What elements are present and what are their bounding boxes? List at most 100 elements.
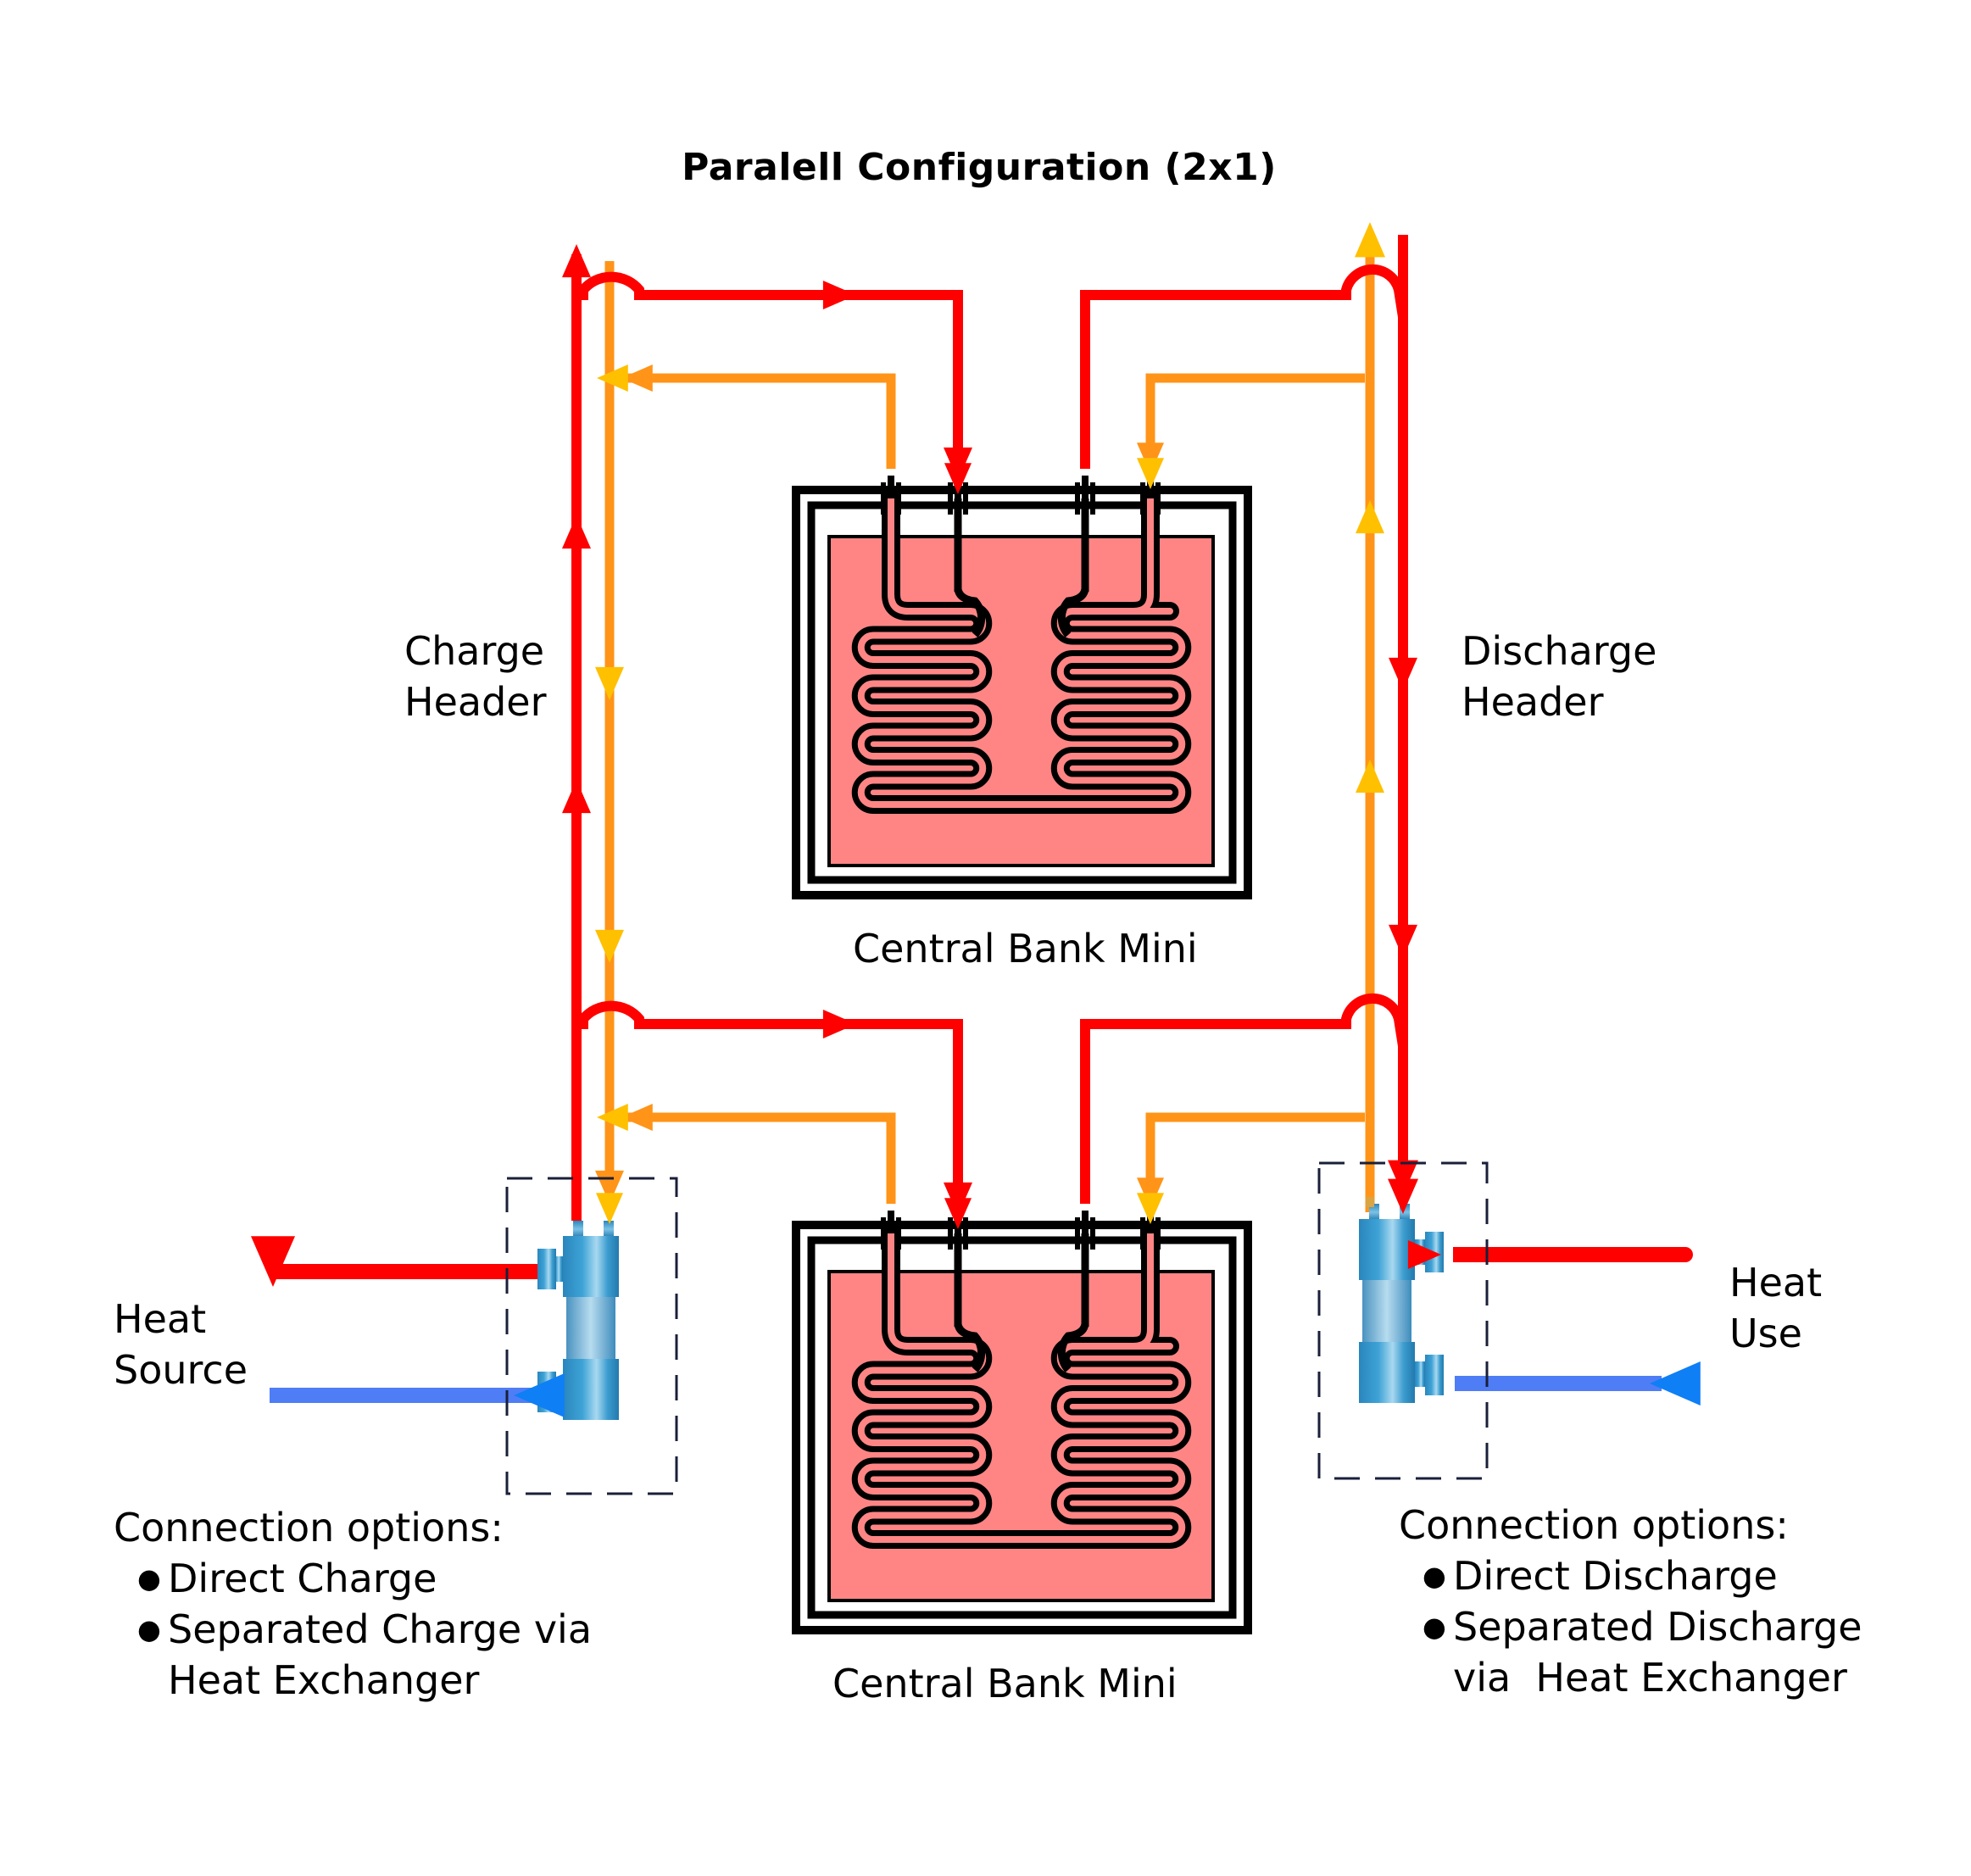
arrow-down-icon (251, 1236, 295, 1287)
hx-top-nozzle (604, 1221, 614, 1238)
charge-header-label-line2: Header (404, 679, 547, 725)
charge-connection-options: Connection options: Direct Charge Separa… (114, 1502, 592, 1706)
bank-port-flange (948, 482, 953, 515)
arrow-up-icon (562, 244, 591, 278)
arrow-down-icon (1388, 1160, 1418, 1195)
hx-side-nozzle (1415, 1361, 1425, 1387)
heat-use-label-line1: Heat (1729, 1260, 1823, 1305)
discharge-options-heading: Connection options: (1399, 1502, 1789, 1548)
hx-middle-section (566, 1297, 615, 1359)
arrow-right-icon (822, 1010, 856, 1038)
arrow-up-icon (1355, 222, 1385, 258)
hx-lower-section (1359, 1342, 1415, 1403)
heat-use-label: Heat Use (1729, 1257, 1822, 1359)
bank-port-flange (1075, 1217, 1080, 1250)
central-bank-bottom (792, 1211, 1252, 1634)
discharge-header-label-line2: Header (1462, 679, 1604, 725)
arrow-left-icon (514, 1373, 565, 1417)
bank-port-flange (963, 482, 968, 515)
bank-inner-shell (807, 1236, 1237, 1619)
arrow-left-icon (621, 365, 653, 392)
bank-port-flange (881, 1217, 886, 1250)
hx-middle-section (1362, 1280, 1411, 1342)
coil-bend (1057, 587, 1089, 637)
discharge-option-continuation: via Heat Exchanger (1453, 1655, 1847, 1701)
bank-port-flange (1140, 482, 1145, 515)
coil-bend (954, 587, 986, 637)
bank-port-flange (1075, 482, 1080, 515)
charge-options-heading: Connection options: (114, 1505, 504, 1550)
discharge-connection-options: Connection options: Direct Discharge Sep… (1399, 1500, 1862, 1703)
hx-upper-section (563, 1236, 619, 1297)
charge-option-continuation: Heat Exchanger (168, 1657, 480, 1703)
discharge-option-item: Separated Discharge (1423, 1601, 1862, 1652)
arrow-left-icon (597, 365, 628, 392)
heat-source-label: Heat Source (114, 1294, 248, 1395)
arrow-down-icon (1137, 458, 1164, 489)
charge-option-item: Separated Charge via (137, 1604, 592, 1655)
arrow-down-icon (1137, 1193, 1164, 1224)
arrow-left-icon (621, 1104, 653, 1131)
bank-inner-shell (807, 501, 1237, 884)
charge-options-list: Direct Charge Separated Charge via (114, 1553, 592, 1655)
discharge-heat-exchanger (1359, 1160, 1701, 1406)
bank-port-flange (948, 1217, 953, 1250)
hx-top-nozzle (573, 1221, 583, 1238)
arrow-down-icon (944, 463, 972, 494)
charge-hx-dashed-boundary (505, 1177, 678, 1495)
bank-bottom-label: Central Bank Mini (832, 1661, 1178, 1706)
bank-port-flange (896, 482, 901, 515)
bank-port-flange (1140, 1217, 1145, 1250)
discharge-return-branch-pipe (1145, 373, 1365, 477)
bank-port-flange (1090, 1217, 1095, 1250)
arrow-up-icon (562, 515, 591, 549)
arrow-left-icon (597, 1104, 628, 1131)
bank-top-label: Central Bank Mini (853, 926, 1198, 971)
heat-source-label-line2: Source (114, 1347, 248, 1393)
discharge-option-item: Direct Discharge (1423, 1550, 1862, 1601)
hx-side-fitting (1425, 1355, 1444, 1395)
discharge-supply-branch-pipe (1080, 264, 1408, 469)
arrow-right-icon (1407, 1240, 1441, 1269)
hx-upper-section (1359, 1219, 1415, 1280)
heat-exchanger-coil-inner (857, 495, 1186, 808)
diagram-title: Paralell Configuration (2x1) (682, 146, 1277, 189)
arrow-up-icon (1356, 760, 1384, 793)
central-bank-top (792, 476, 1252, 899)
discharge-header-label-line1: Discharge (1462, 628, 1657, 674)
bank-outer-shell (792, 486, 1252, 899)
discharge-options-list: Direct Discharge Separated Discharge (1399, 1550, 1862, 1652)
charge-return-branch-pipe (613, 1112, 896, 1204)
hx-top-nozzle (1369, 1204, 1379, 1221)
heat-exchanger-coil-inner (857, 1230, 1186, 1543)
discharge-header-label: Discharge Header (1462, 626, 1656, 727)
bank-port-flange (963, 1217, 968, 1250)
heat-use-label-line2: Use (1729, 1311, 1802, 1356)
charge-header-label: Charge Header (404, 626, 547, 727)
coil-bend (954, 1322, 986, 1372)
bank-port-flange (881, 482, 886, 515)
hx-lower-section (563, 1359, 619, 1420)
arrow-down-icon (596, 1193, 623, 1224)
charge-supply-branch-pipe (576, 271, 963, 479)
charge-header-label-line1: Charge (404, 628, 545, 674)
pipe-network (562, 222, 1417, 1229)
charge-supply-branch-pipe (576, 1000, 963, 1214)
arrow-down-icon (1389, 924, 1417, 958)
discharge-hx-dashed-boundary (1317, 1161, 1489, 1480)
bank-outer-shell (792, 1221, 1252, 1634)
heat-source-label-line1: Heat (114, 1296, 207, 1342)
discharge-supply-branch-pipe (1080, 993, 1408, 1204)
arrow-right-icon (822, 281, 856, 309)
bank-port-flange (1155, 1217, 1161, 1250)
arrow-down-icon (1389, 657, 1417, 691)
arrow-up-icon (562, 780, 591, 814)
hx-side-fitting (537, 1249, 556, 1289)
hx-brass-fitting (1366, 1197, 1374, 1207)
pipe-end-cap (1678, 1247, 1693, 1262)
charge-option-item: Direct Charge (137, 1553, 592, 1604)
arrow-left-icon (1650, 1361, 1701, 1406)
charge-return-branch-pipe (613, 373, 896, 469)
arrow-down-icon (1388, 1178, 1418, 1214)
